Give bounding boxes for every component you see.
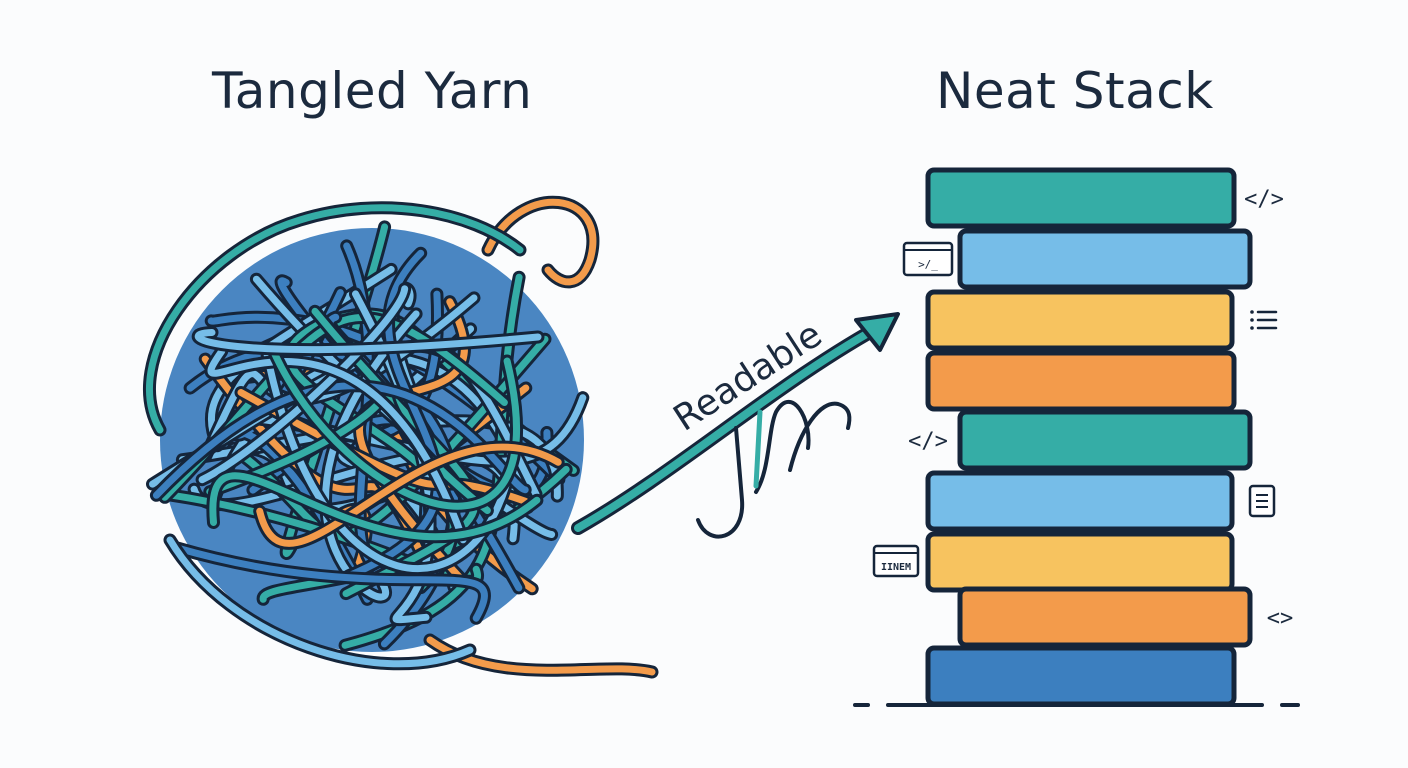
- yarn-strand: [322, 310, 420, 601]
- stack-layer-5: [957, 409, 1253, 471]
- window-label-icon: IINEM: [872, 544, 920, 578]
- stack-layer-6: [925, 470, 1235, 532]
- yarn-strand: [198, 285, 409, 484]
- squiggle-line-2: [754, 399, 811, 494]
- neat-stack: [925, 167, 1253, 707]
- squiggle-line-4: [753, 409, 763, 489]
- document-icon: [1248, 484, 1276, 518]
- arrow-head: [854, 312, 900, 352]
- stack-layer-2: [957, 228, 1253, 290]
- tangled-yarn-ball: [143, 195, 659, 679]
- code-brackets-icon: </>: [1244, 187, 1284, 212]
- stack-layer-8: [957, 586, 1253, 648]
- stack-layer-1: [925, 167, 1237, 229]
- tangled-yarn-title: Tangled Yarn: [212, 62, 533, 120]
- stack-layer-7: [925, 531, 1235, 593]
- squiggle-line-3: [788, 401, 852, 472]
- stack-icons: </> >/_ </> IINEM <>: [872, 187, 1294, 631]
- yarn-loop: [484, 198, 597, 286]
- svg-text:>/_: >/_: [918, 258, 938, 271]
- yarn-loop: [146, 204, 524, 434]
- arrow-shaft: [574, 318, 892, 532]
- stack-layer-3: [925, 289, 1235, 351]
- yarn-loop: [166, 536, 474, 668]
- yarn-strand: [194, 329, 542, 354]
- stack-layer-4: [925, 350, 1237, 412]
- angle-brackets-icon: <>: [1267, 606, 1294, 631]
- neat-stack-title: Neat Stack: [936, 62, 1214, 120]
- code-brackets-icon: </>: [908, 429, 948, 454]
- svg-text:IINEM: IINEM: [881, 562, 911, 573]
- terminal-window-icon: >/_: [902, 241, 954, 277]
- squiggle-line-1: [696, 426, 745, 539]
- stack-layer-9: [925, 645, 1237, 707]
- yarn-strand: [172, 544, 488, 622]
- yarn-strand: [209, 472, 541, 541]
- list-icon: [1250, 310, 1278, 330]
- readable-arrow: Readable: [571, 312, 900, 539]
- yarn-strand: [256, 443, 562, 547]
